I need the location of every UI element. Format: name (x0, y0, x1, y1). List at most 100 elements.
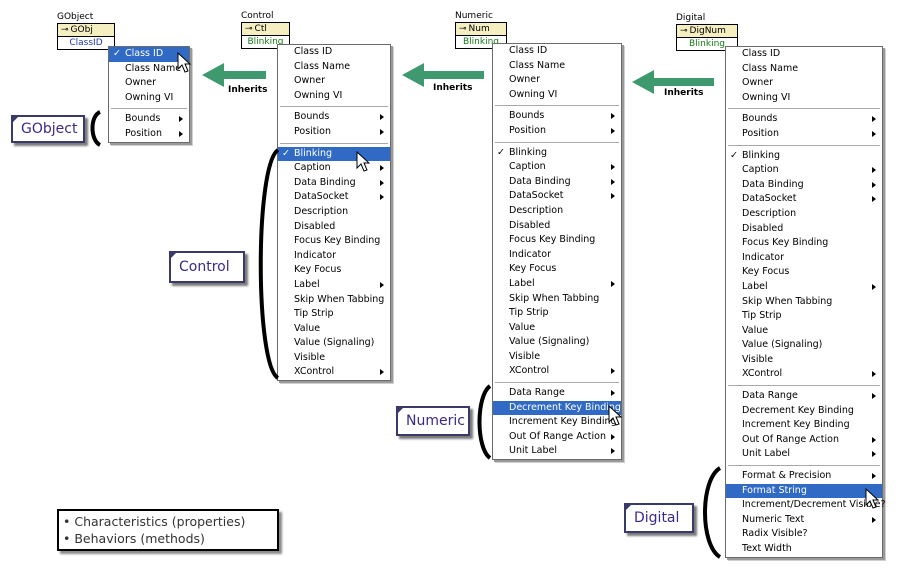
menu-item[interactable]: Owning VI (109, 91, 189, 106)
menu-item[interactable]: Caption (726, 163, 882, 178)
menu-item[interactable]: Focus Key Binding (726, 236, 882, 251)
menu-item[interactable]: ✓Class ID (109, 47, 189, 62)
menu-item[interactable]: Key Focus (493, 262, 621, 277)
menu-item[interactable]: Label (493, 277, 621, 292)
menu-item[interactable]: Data Binding (278, 176, 390, 191)
menu-item[interactable]: Class ID (493, 44, 621, 59)
menu-item[interactable]: Tip Strip (493, 306, 621, 321)
inherits-label: Inherits (433, 83, 473, 93)
menu-item[interactable]: Owning VI (726, 91, 882, 106)
menu-item[interactable]: Decrement Key Binding (493, 400, 621, 416)
menu-item[interactable]: XControl (726, 367, 882, 382)
menu-item[interactable]: Format String (726, 483, 882, 499)
menu-item[interactable]: Position (278, 125, 390, 140)
menu-item[interactable]: Increment/Decrement Visible? (726, 498, 886, 513)
menu-item[interactable]: Data Range (726, 389, 882, 404)
menu-item[interactable]: Position (109, 127, 189, 142)
menu-item[interactable]: Class ID (278, 45, 390, 60)
menu-item[interactable]: Unit Label (726, 447, 882, 462)
menu-item[interactable]: Description (726, 207, 882, 222)
menu-item[interactable]: Disabled (726, 222, 882, 237)
menu-item[interactable]: Caption (493, 160, 621, 175)
menu-item[interactable]: Bounds (109, 112, 189, 127)
menu-item[interactable]: Class Name (278, 60, 390, 75)
menu-item[interactable]: Value (278, 322, 390, 337)
menu-item[interactable]: Bounds (493, 109, 621, 124)
menu-item[interactable]: DataSocket (726, 192, 882, 207)
menu-item[interactable]: Numeric Text (726, 513, 882, 528)
menu-item[interactable]: Skip When Tabbing (726, 295, 882, 310)
menu-item[interactable]: Radix Visible? (726, 527, 882, 542)
menu-item[interactable]: Description (278, 205, 390, 220)
menu-item[interactable]: Bounds (278, 110, 390, 125)
menu-item[interactable]: Disabled (493, 219, 621, 234)
menu-item[interactable]: XControl (278, 365, 390, 380)
menu-item[interactable]: Increment Key Binding (493, 415, 621, 430)
menu-item[interactable]: Key Focus (726, 265, 882, 280)
menu-item[interactable]: Class Name (109, 62, 189, 77)
gobject-property-node[interactable]: ⊸GObj ClassID (57, 23, 115, 50)
menu-item[interactable]: Visible (493, 350, 621, 365)
menu-item[interactable]: Class ID (726, 47, 882, 62)
menu-item[interactable]: Owning VI (278, 89, 390, 104)
menu-item[interactable]: DataSocket (278, 190, 390, 205)
menu-item[interactable]: Indicator (726, 251, 882, 266)
menu-item[interactable]: Class Name (493, 59, 621, 74)
menu-item[interactable]: Skip When Tabbing (493, 292, 621, 307)
menu-item[interactable]: Owning VI (493, 88, 621, 103)
control-property-node[interactable]: ⊸Ctl Blinking (241, 22, 290, 49)
menu-item[interactable]: Key Focus (278, 263, 390, 278)
menu-item[interactable]: DataSocket (493, 189, 621, 204)
menu-item[interactable]: Class Name (726, 62, 882, 77)
menu-item[interactable]: Label (726, 280, 882, 295)
menu-item[interactable]: Decrement Key Binding (726, 404, 882, 419)
menu-item[interactable]: Indicator (278, 249, 390, 264)
menu-item[interactable]: Value (Signaling) (278, 336, 390, 351)
menu-item[interactable]: Focus Key Binding (278, 234, 390, 249)
menu-item[interactable]: Tip Strip (726, 309, 882, 324)
menu-item[interactable]: Indicator (493, 248, 621, 263)
menu-item[interactable]: Value (493, 321, 621, 336)
menu-item[interactable]: Unit Label (493, 444, 621, 459)
menu-item[interactable]: Label (278, 278, 390, 293)
menu-item[interactable]: ✓Blinking (493, 146, 621, 161)
menu-item[interactable]: Data Range (493, 386, 621, 401)
menu-item[interactable]: Owner (278, 74, 390, 89)
menu-item[interactable]: Visible (278, 351, 390, 366)
menu-item[interactable]: Skip When Tabbing (278, 293, 390, 308)
menu-item[interactable]: Value (726, 324, 882, 339)
menu-item[interactable]: Position (726, 127, 882, 142)
menu-item[interactable]: Value (Signaling) (493, 335, 621, 350)
menu-item[interactable]: Description (493, 204, 621, 219)
menu-item-label: Format & Precision (742, 470, 832, 482)
menu-item-label: Class Name (125, 62, 182, 74)
numeric-property-node[interactable]: ⊸Num Blinking (455, 22, 507, 49)
menu-item-label: Indicator (742, 251, 784, 263)
menu-item[interactable]: Disabled (278, 220, 390, 235)
menu-item[interactable]: Format & Precision (726, 469, 882, 484)
menu-item-label: Class Name (509, 59, 566, 71)
menu-item[interactable]: Owner (493, 73, 621, 88)
menu-item[interactable]: Out Of Range Action (493, 430, 621, 445)
menu-item[interactable]: Text Width (726, 542, 882, 557)
menu-item[interactable]: Owner (726, 76, 882, 91)
menu-item[interactable]: ✓Blinking (726, 149, 882, 164)
menu-item[interactable]: Bounds (726, 112, 882, 127)
menu-item[interactable]: XControl (493, 364, 621, 379)
menu-item[interactable]: Position (493, 124, 621, 139)
menu-item[interactable]: Increment Key Binding (726, 418, 882, 433)
menu-item[interactable]: Caption (278, 161, 390, 176)
menu-item[interactable]: Owner (109, 76, 189, 91)
menu-item[interactable]: Visible (726, 353, 882, 368)
menu-item[interactable]: Out Of Range Action (726, 433, 882, 448)
menu-item[interactable]: Tip Strip (278, 307, 390, 322)
menu-item[interactable]: Value (Signaling) (726, 338, 882, 353)
menu-item[interactable]: Data Binding (493, 175, 621, 190)
menu-item[interactable]: Data Binding (726, 178, 882, 193)
menu-separator (111, 108, 187, 110)
menu-item[interactable]: Focus Key Binding (493, 233, 621, 248)
